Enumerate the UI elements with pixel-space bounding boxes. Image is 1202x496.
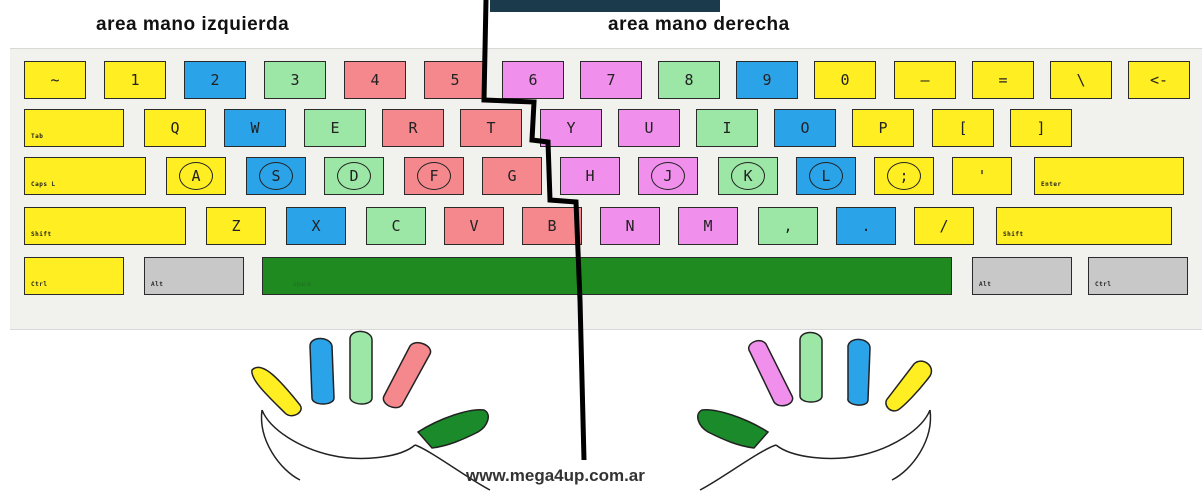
left-hand	[262, 410, 490, 490]
home-key-ring: L	[809, 162, 843, 190]
home-key-ring: ;	[887, 162, 921, 190]
key-i-r1c8[interactable]: I	[696, 109, 758, 147]
key-sym014-r0c14[interactable]: <-	[1128, 61, 1190, 99]
key-ctrl-r4c0[interactable]: Ctrl	[24, 257, 124, 295]
home-key-ring: S	[259, 162, 293, 190]
key-capsl-r2c0[interactable]: Caps L	[24, 157, 146, 195]
key-alt-r4c1[interactable]: Alt	[144, 257, 244, 295]
key-sym111-r1c11[interactable]: [	[932, 109, 994, 147]
left-middle-finger	[350, 331, 372, 404]
key-q-r1c1[interactable]: Q	[144, 109, 206, 147]
right-hand-area-label: area mano derecha	[608, 14, 790, 36]
right-middle-finger	[800, 333, 822, 403]
key-space-r4c2[interactable]: space	[262, 257, 952, 295]
key-sym00-r0c0[interactable]: ~	[24, 61, 86, 99]
key-9-r0c9[interactable]: 9	[736, 61, 798, 99]
home-key-ring: F	[417, 162, 451, 190]
key-1-r0c1[interactable]: 1	[104, 61, 166, 99]
key-r-r1c4[interactable]: R	[382, 109, 444, 147]
right-wrist-outline	[892, 410, 930, 480]
right-ring-finger	[848, 339, 870, 405]
left-wrist-outline	[262, 410, 300, 480]
key-j-r2c7[interactable]: J	[638, 157, 698, 195]
key-n-r3c6[interactable]: N	[600, 207, 660, 245]
home-key-ring: A	[179, 162, 213, 190]
key-shift-r3c0[interactable]: Shift	[24, 207, 186, 245]
key-b-r3c5[interactable]: B	[522, 207, 582, 245]
key-sym38-r3c8[interactable]: ,	[758, 207, 818, 245]
key-u-r1c7[interactable]: U	[618, 109, 680, 147]
left-palm-outline	[262, 410, 415, 458]
right-wrist-outline-2	[700, 445, 776, 490]
key-sym012-r0c12[interactable]: =	[972, 61, 1034, 99]
key-h-r2c6[interactable]: H	[560, 157, 620, 195]
key-6-r0c6[interactable]: 6	[502, 61, 564, 99]
key-3-r0c3[interactable]: 3	[264, 61, 326, 99]
key-enter-r2c12[interactable]: Enter	[1034, 157, 1184, 195]
key-7-r0c7[interactable]: 7	[580, 61, 642, 99]
key-p-r1c10[interactable]: P	[852, 109, 914, 147]
key-l-r2c9[interactable]: L	[796, 157, 856, 195]
key-sym39-r3c9[interactable]: .	[836, 207, 896, 245]
key-m-r3c7[interactable]: M	[678, 207, 738, 245]
key-w-r1c2[interactable]: W	[224, 109, 286, 147]
top-bar	[490, 0, 720, 12]
key-x-r3c2[interactable]: X	[286, 207, 346, 245]
left-hand-area-label: area mano izquierda	[96, 14, 289, 36]
key-4-r0c4[interactable]: 4	[344, 61, 406, 99]
key-d-r2c3[interactable]: D	[324, 157, 384, 195]
right-palm-outline	[776, 410, 930, 458]
home-key-ring: D	[337, 162, 371, 190]
right-pinky-finger	[886, 361, 932, 411]
left-thumb	[418, 410, 488, 448]
left-ring-finger	[310, 339, 334, 405]
key-a-r2c1[interactable]: A	[166, 157, 226, 195]
key-5-r0c5[interactable]: 5	[424, 61, 486, 99]
key-f-r2c4[interactable]: F	[404, 157, 464, 195]
key-sym013-r0c13[interactable]: \	[1050, 61, 1112, 99]
key-t-r1c5[interactable]: T	[460, 109, 522, 147]
key-sym112-r1c12[interactable]: ]	[1010, 109, 1072, 147]
key-c-r3c3[interactable]: C	[366, 207, 426, 245]
key-k-r2c8[interactable]: K	[718, 157, 778, 195]
home-key-ring: K	[731, 162, 765, 190]
key-e-r1c3[interactable]: E	[304, 109, 366, 147]
key-2-r0c2[interactable]: 2	[184, 61, 246, 99]
key-8-r0c8[interactable]: 8	[658, 61, 720, 99]
key-ctrl-r4c4[interactable]: Ctrl	[1088, 257, 1188, 295]
left-index-finger	[383, 343, 430, 408]
right-hand	[700, 410, 930, 490]
key-sym310-r3c10[interactable]: /	[914, 207, 974, 245]
key-z-r3c1[interactable]: Z	[206, 207, 266, 245]
key-alt-r4c3[interactable]: Alt	[972, 257, 1072, 295]
right-thumb	[698, 410, 768, 448]
key-0-r0c10[interactable]: 0	[814, 61, 876, 99]
home-key-ring: J	[651, 162, 685, 190]
key-sym011-r0c11[interactable]: –	[894, 61, 956, 99]
key-g-r2c5[interactable]: G	[482, 157, 542, 195]
website-url: www.mega4up.com.ar	[466, 466, 645, 486]
left-pinky-finger	[252, 367, 301, 415]
key-tab-r1c0[interactable]: Tab	[24, 109, 124, 147]
key-o-r1c9[interactable]: O	[774, 109, 836, 147]
key-sym211-r2c11[interactable]: '	[952, 157, 1012, 195]
key-y-r1c6[interactable]: Y	[540, 109, 602, 147]
key-v-r3c4[interactable]: V	[444, 207, 504, 245]
key-sym210-r2c10[interactable]: ;	[874, 157, 934, 195]
key-shift-r3c11[interactable]: Shift	[996, 207, 1172, 245]
key-s-r2c2[interactable]: S	[246, 157, 306, 195]
right-index-finger	[749, 341, 793, 406]
